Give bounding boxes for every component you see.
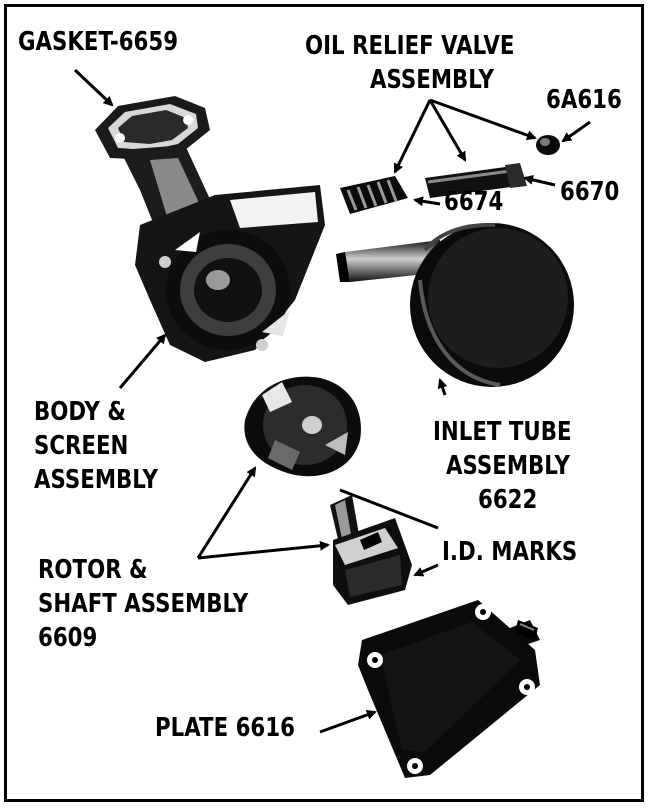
label-inlet-line1: INLET TUBE [433, 417, 572, 447]
pump-body-assembly [95, 96, 325, 362]
label-plate: PLATE 6616 [155, 713, 295, 743]
arrow-6674 [413, 196, 441, 207]
label-part-6a616: 6A616 [546, 85, 622, 115]
relief-plug [536, 135, 560, 155]
leader-lines [73, 68, 591, 734]
plate-screw [515, 620, 538, 640]
inlet-tube-assembly [336, 222, 574, 387]
label-inlet-line3: 6622 [478, 485, 538, 515]
label-part-6670: 6670 [560, 177, 620, 207]
label-id-marks: I.D. MARKS [442, 537, 578, 567]
relief-plunger [425, 163, 527, 198]
label-gasket: GASKET-6659 [18, 27, 179, 57]
arrow-relief-plug [429, 98, 537, 140]
label-relief-line2: ASSEMBLY [370, 65, 494, 95]
label-body-line1: BODY & [34, 397, 126, 427]
arrow-id-marks-2 [413, 563, 439, 577]
arrow-rotor-inner [197, 540, 330, 560]
label-body-line2: SCREEN [34, 431, 129, 461]
inner-rotor-shaft [330, 495, 412, 605]
label-part-6674: 6674 [444, 187, 504, 217]
arrow-6a616 [561, 120, 591, 143]
label-relief-line1: OIL RELIEF VALVE [305, 31, 515, 61]
outer-rotor [244, 376, 361, 477]
cover-plate [358, 600, 540, 778]
label-rotor-line3: 6609 [38, 623, 98, 653]
arrow-inlet [437, 378, 448, 396]
arrow-relief-plunger [428, 99, 467, 162]
arrow-6670 [523, 174, 556, 187]
arrow-gasket [73, 68, 114, 107]
arrow-rotor-outer [196, 466, 257, 559]
arrow-relief-spring [393, 99, 432, 174]
relief-spring [340, 176, 408, 214]
label-inlet-line2: ASSEMBLY [446, 451, 570, 481]
label-rotor-line1: ROTOR & [38, 555, 148, 585]
line-id-marks-1 [339, 488, 439, 530]
arrow-plate [319, 710, 377, 734]
label-rotor-line2: SHAFT ASSEMBLY [38, 589, 249, 619]
arrow-body [118, 333, 167, 389]
label-body-line3: ASSEMBLY [34, 465, 158, 495]
